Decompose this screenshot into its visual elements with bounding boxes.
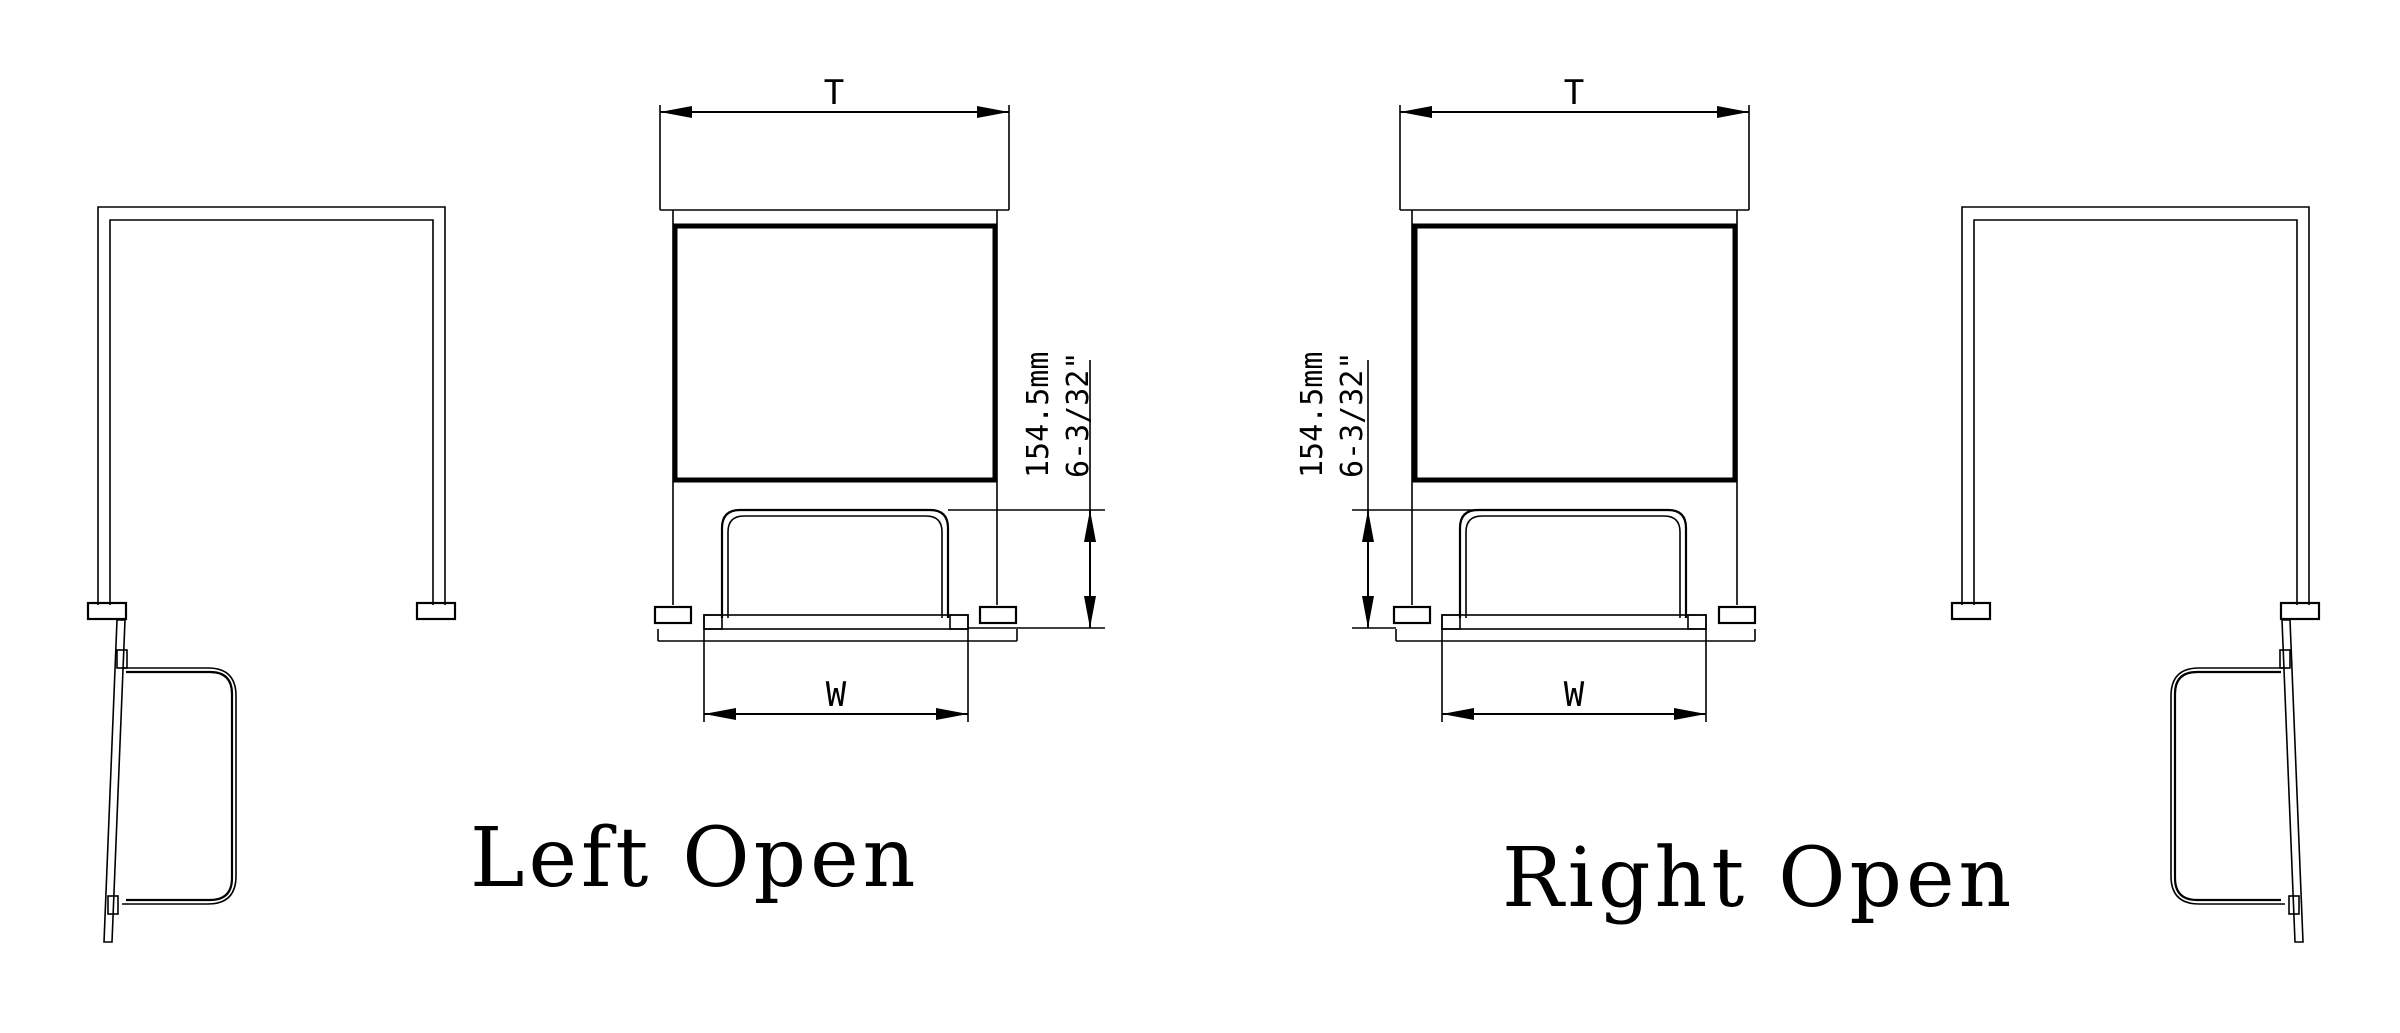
right-dim-height-in: 6-3/32" — [1335, 352, 1370, 478]
hinge-block-right — [2279, 601, 2321, 621]
hinge-block-right — [415, 601, 457, 621]
hinge-block-left — [1950, 601, 1992, 621]
right-dim-top-label: T — [1564, 73, 1584, 113]
right-open-title: Right Open — [1502, 831, 2015, 926]
right-open-front-view: T 154.5mm 6-3/32" W Righ — [1295, 73, 2015, 926]
left-dim-bottom-label: W — [826, 675, 847, 715]
right-dim-height-mm: 154.5mm — [1295, 352, 1330, 478]
left-open-title: Left Open — [470, 811, 919, 906]
left-dim-height-mm: 154.5mm — [1021, 352, 1056, 478]
far-left-open-drawer — [103, 619, 237, 943]
right-appliance-box — [1412, 223, 1738, 483]
far-right-cabinet-frame — [1950, 206, 2321, 621]
hinge-block-left — [86, 601, 128, 621]
left-open-front-view: T 154.5mm 6-3/32" W — [470, 73, 1105, 906]
left-dim-height-in: 6-3/32" — [1061, 352, 1096, 478]
right-dim-bottom-label: W — [1564, 675, 1585, 715]
left-dim-top-label: T — [824, 73, 844, 113]
far-left-cabinet-frame — [86, 206, 457, 621]
left-appliance-box — [672, 223, 998, 483]
far-right-open-drawer — [2170, 619, 2304, 943]
